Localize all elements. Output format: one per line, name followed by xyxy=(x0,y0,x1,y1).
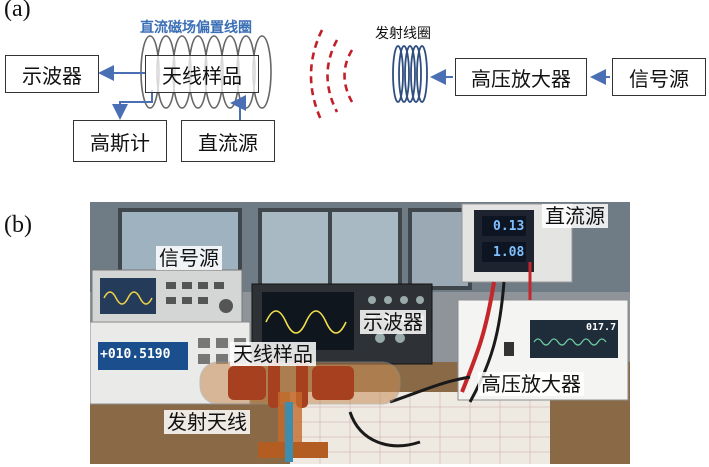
tag-hv-amplifier: 高压放大器 xyxy=(478,372,584,396)
dc-display-top: 0.13 xyxy=(493,219,525,234)
oscilloscope-box: 示波器 xyxy=(5,55,99,93)
antenna-sample-box: 天线样品 xyxy=(145,55,259,93)
gaussmeter-display: +010.5190 xyxy=(100,347,171,362)
arrow-antenna-to-gauss xyxy=(112,90,153,120)
tag-dc-source: 直流源 xyxy=(542,204,608,228)
bias-coil-caption: 直流磁场偏置线圈 xyxy=(140,20,252,36)
tx-coil-icon xyxy=(392,45,428,103)
amp-readout: 017.7 xyxy=(586,322,617,333)
dc-display-bottom: 1.08 xyxy=(493,245,525,260)
panel-a-diagram xyxy=(98,29,610,123)
tx-coil-caption: 发射线圈 xyxy=(375,26,431,42)
tag-tx-antenna: 发射天线 xyxy=(164,410,250,434)
gaussmeter-box: 高斯计 xyxy=(73,120,167,162)
signal-source-box: 信号源 xyxy=(612,58,706,96)
tag-signal-source: 信号源 xyxy=(156,246,222,270)
lab-photo-illustration xyxy=(90,202,630,464)
panel-b-label: (b) xyxy=(4,212,32,238)
panel-a-label: (a) xyxy=(4,0,31,22)
arrow-dc-to-antenna xyxy=(230,95,246,122)
tag-oscilloscope: 示波器 xyxy=(360,310,426,334)
radiation-wave-icon xyxy=(309,29,354,123)
dc-source-box: 直流源 xyxy=(181,120,275,162)
hv-amplifier-box: 高压放大器 xyxy=(455,58,587,96)
lab-setup-photo: 0.13 1.08 +010.5190 017.7 直流源 信号源 示波器 天线… xyxy=(90,202,630,464)
tag-antenna-sample: 天线样品 xyxy=(230,342,316,366)
